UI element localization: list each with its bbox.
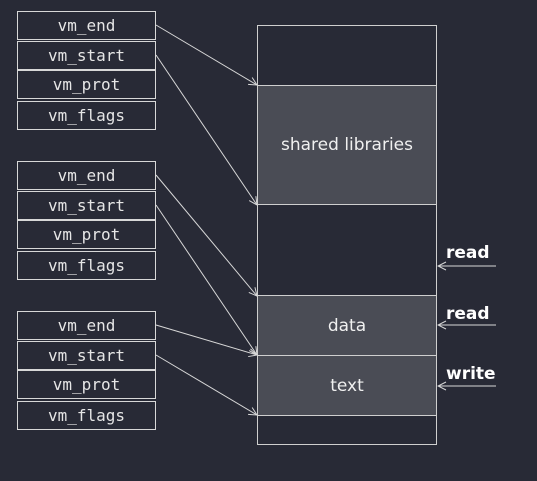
shared-libraries-region: shared libraries bbox=[257, 85, 437, 205]
vm-flags-field: vm_flags bbox=[17, 251, 156, 280]
vm-start-pointer-arrow bbox=[155, 54, 257, 205]
vm-start-field: vm_start bbox=[17, 191, 156, 220]
data-region: data bbox=[257, 295, 437, 356]
address-space-column bbox=[257, 25, 437, 445]
vm-end-pointer-arrow bbox=[155, 324, 257, 355]
read-operation-label: read bbox=[446, 243, 490, 263]
vm-start-pointer-arrow bbox=[155, 204, 257, 355]
read-operation-label: read bbox=[446, 304, 490, 324]
vm-end-field: vm_end bbox=[17, 311, 156, 340]
vm-end-pointer-arrow bbox=[155, 174, 257, 296]
vm-end-field: vm_end bbox=[17, 11, 156, 40]
write-operation-label: write bbox=[446, 364, 496, 384]
vm-prot-field: vm_prot bbox=[17, 370, 156, 399]
vm-end-pointer-arrow bbox=[155, 24, 257, 85]
vm-prot-field: vm_prot bbox=[17, 220, 156, 249]
vm-start-pointer-arrow bbox=[155, 354, 257, 415]
vm-start-field: vm_start bbox=[17, 341, 156, 370]
vm-flags-field: vm_flags bbox=[17, 101, 156, 130]
vm-flags-field: vm_flags bbox=[17, 401, 156, 430]
text-region: text bbox=[257, 355, 437, 416]
vm-end-field: vm_end bbox=[17, 161, 156, 190]
vm-prot-field: vm_prot bbox=[17, 70, 156, 99]
vm-start-field: vm_start bbox=[17, 41, 156, 70]
